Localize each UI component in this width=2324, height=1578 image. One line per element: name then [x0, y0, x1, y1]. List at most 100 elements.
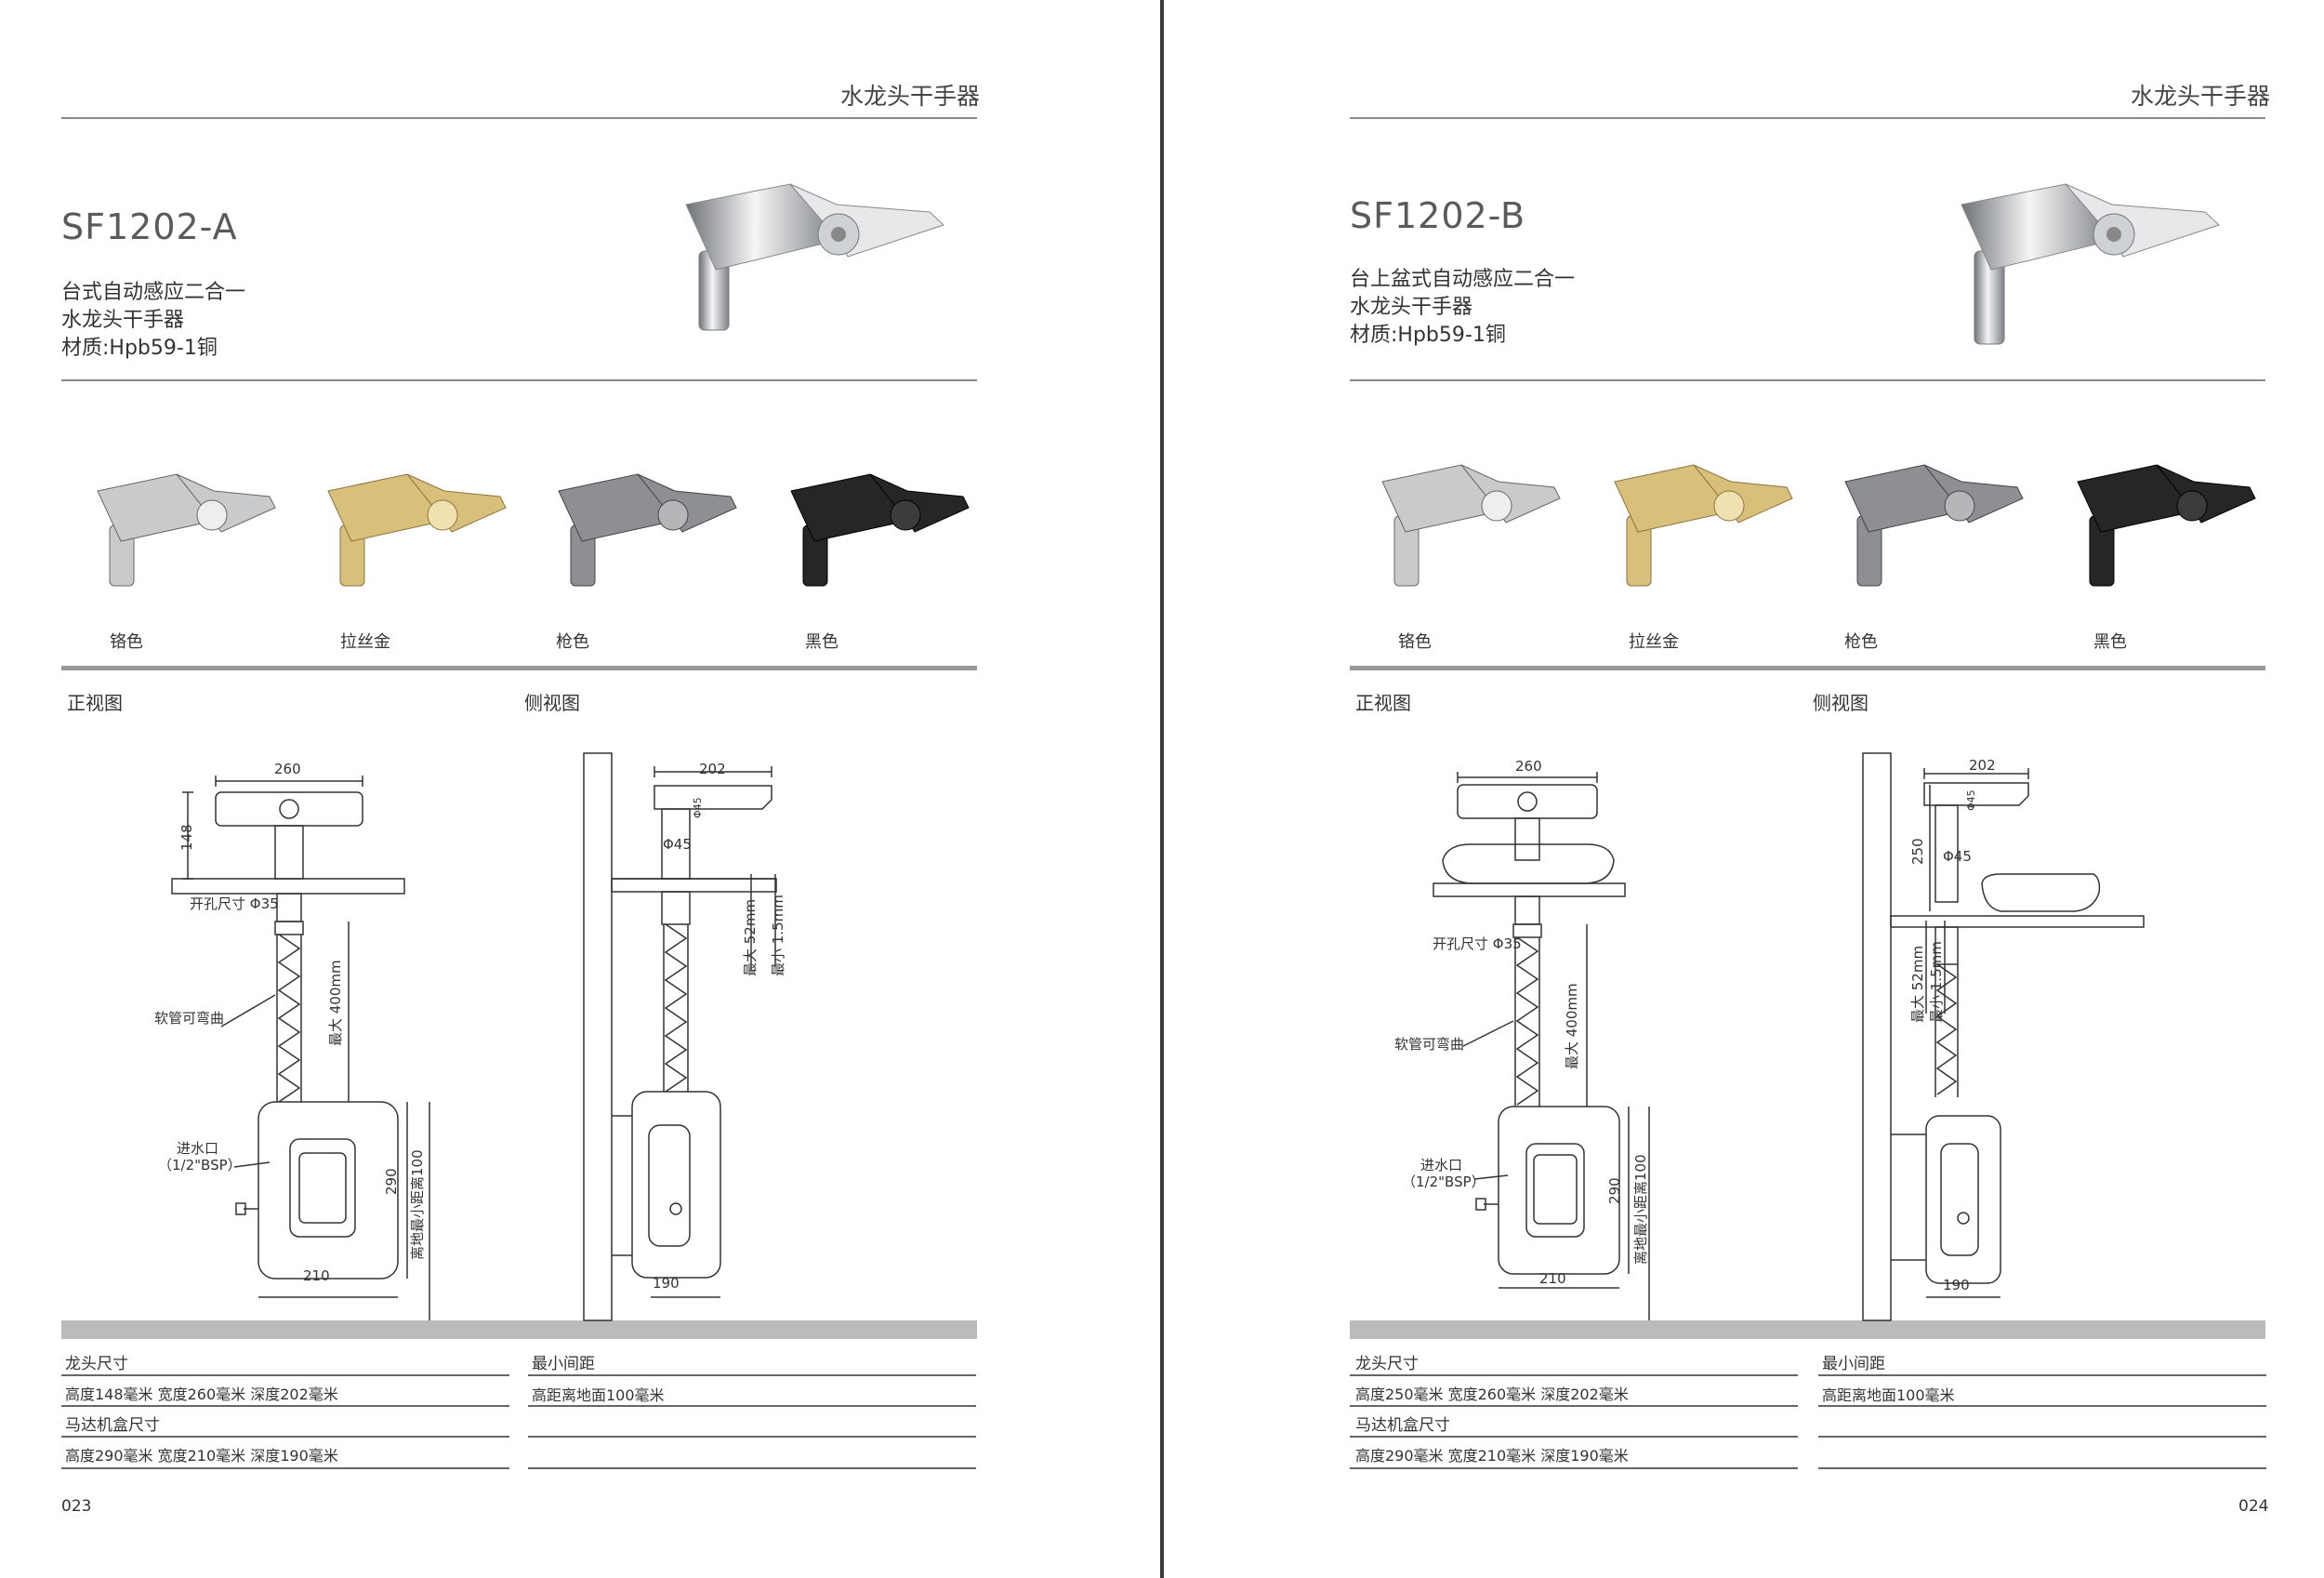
spec-rule — [1350, 1405, 1798, 1407]
gunmetal-variant-image — [558, 473, 737, 587]
desc-line-2: 水龙头干手器 — [61, 309, 185, 332]
spec-motor-box-value: 高度290毫米 宽度210毫米 深度190毫米 — [1355, 1447, 1629, 1465]
dim-phi: Φ45 — [1943, 848, 1972, 865]
dim-width: 260 — [274, 761, 301, 777]
dim-width: 260 — [1515, 758, 1542, 775]
book-spine — [1160, 0, 1164, 1578]
category-header: 水龙头干手器 — [840, 83, 981, 110]
desc-line-1: 台式自动感应二合一 — [61, 281, 246, 304]
dim-depth: 202 — [1969, 757, 1996, 774]
black-variant-image — [2077, 464, 2256, 587]
color-label-gold: 拉丝金 — [340, 632, 390, 652]
dim-box-width: 210 — [303, 1267, 330, 1284]
dim-max-thickness: 最大 52mm — [1909, 946, 1926, 1023]
variants-rule — [61, 666, 977, 670]
color-label-chrome: 铬色 — [110, 632, 143, 652]
dim-hole: 开孔尺寸 Φ35 — [190, 895, 279, 912]
brushed-gold-variant-image — [327, 473, 507, 587]
variants-rule — [1350, 666, 2265, 670]
spec-min-distance-value: 高距离地面100毫米 — [1822, 1386, 1955, 1404]
spec-motor-box-label: 马达机盒尺寸 — [1355, 1416, 1450, 1435]
dim-phi-small: Φ45 — [1965, 789, 1977, 811]
spec-rule — [61, 1436, 509, 1438]
side-view-label: 侧视图 — [1813, 692, 1868, 714]
header-rule — [61, 117, 977, 119]
spec-faucet-size-value: 高度148毫米 宽度260毫米 深度202毫米 — [65, 1386, 338, 1403]
note-inlet-1: 进水口 — [1420, 1157, 1462, 1174]
technical-drawing: 260 148 开孔尺寸 Φ35 软管可弯曲 最大 400mm 进水口 （1/2… — [61, 752, 977, 1339]
brushed-gold-variant-image — [1614, 464, 1793, 587]
spec-rule — [528, 1436, 976, 1438]
chrome-variant-image — [97, 473, 276, 587]
page-right: 水龙头干手器 SF1202-B 台上盆式自动感应二合一 水龙头干手器 材质:Hp… — [1164, 0, 2324, 1578]
category-header: 水龙头干手器 — [2131, 83, 2271, 110]
spec-min-distance-label: 最小间距 — [532, 1355, 595, 1373]
dim-min-thickness: 最小 1.5mm — [770, 895, 786, 976]
spec-faucet-size-value: 高度250毫米 宽度260毫米 深度202毫米 — [1355, 1386, 1629, 1403]
spec-rule — [1818, 1374, 2266, 1376]
note-inlet-2: （1/2"BSP） — [1402, 1174, 1486, 1190]
dim-min-thickness: 最小 1.5mm — [1928, 941, 1945, 1023]
dim-floor: 离地最小距离100 — [1632, 1154, 1649, 1265]
dim-hole: 开孔尺寸 Φ35 — [1433, 935, 1522, 952]
desc-line-3: 材质:Hpb59-1铜 — [1350, 324, 1506, 347]
spec-rule — [1350, 1467, 1798, 1469]
gunmetal-variant-image — [1844, 464, 2024, 587]
spec-rule — [528, 1405, 976, 1407]
color-label-chrome: 铬色 — [1398, 632, 1432, 652]
desc-line-3: 材质:Hpb59-1铜 — [61, 337, 218, 360]
note-hose: 软管可弯曲 — [1394, 1036, 1464, 1053]
page-number: 023 — [61, 1497, 92, 1516]
front-view-label: 正视图 — [67, 692, 123, 714]
chrome-variant-image — [1381, 464, 1561, 587]
spec-rule — [528, 1374, 976, 1376]
spec-rule — [528, 1467, 976, 1469]
spec-rule — [61, 1374, 509, 1376]
note-inlet-2: （1/2"BSP） — [158, 1157, 242, 1174]
color-label-black: 黑色 — [2093, 632, 2127, 652]
product-hero-image — [1961, 183, 2220, 345]
dim-hose-max: 最大 400mm — [327, 960, 344, 1046]
dim-max-thickness: 最大 52mm — [742, 899, 759, 976]
spec-faucet-size-label: 龙头尺寸 — [65, 1355, 128, 1373]
dim-floor: 离地最小距离100 — [409, 1149, 426, 1260]
spec-rule — [61, 1467, 509, 1469]
model-number: SF1202-A — [61, 206, 238, 247]
color-label-gold: 拉丝金 — [1629, 632, 1679, 652]
color-label-black: 黑色 — [805, 632, 838, 652]
spec-rule — [1818, 1405, 2266, 1407]
dim-box-height: 290 — [383, 1168, 400, 1195]
section-rule — [1350, 379, 2265, 381]
model-number: SF1202-B — [1350, 195, 1526, 236]
dim-box-width: 210 — [1539, 1270, 1566, 1287]
section-rule — [61, 379, 977, 381]
header-rule — [1350, 117, 2265, 119]
note-hose: 软管可弯曲 — [154, 1010, 224, 1027]
dim-depth: 202 — [699, 761, 726, 777]
dim-box-depth: 190 — [1943, 1277, 1970, 1293]
spec-rule — [1818, 1467, 2266, 1469]
desc-line-2: 水龙头干手器 — [1350, 296, 1473, 319]
dim-height: 148 — [178, 824, 195, 851]
product-description: 台式自动感应二合一 水龙头干手器 材质:Hpb59-1铜 — [61, 279, 245, 363]
desc-line-1: 台上盆式自动感应二合一 — [1350, 268, 1576, 291]
color-label-gunmetal: 枪色 — [556, 632, 589, 652]
spec-rule — [1350, 1436, 1798, 1438]
spec-rule — [1350, 1374, 1798, 1376]
spec-motor-box-label: 马达机盒尺寸 — [65, 1416, 160, 1435]
spec-faucet-size-label: 龙头尺寸 — [1355, 1355, 1419, 1373]
color-label-gunmetal: 枪色 — [1844, 632, 1878, 652]
page-left: 水龙头干手器 SF1202-A 台式自动感应二合一 水龙头干手器 材质:Hpb5… — [0, 0, 1160, 1578]
technical-drawing: 260 250 开孔尺寸 Φ35 软管可弯曲 最大 400mm 进水口 （1/2… — [1350, 752, 2265, 1339]
dim-box-depth: 190 — [653, 1275, 680, 1292]
page-number: 024 — [2238, 1497, 2269, 1516]
side-view-label: 侧视图 — [524, 692, 580, 714]
dim-phi: Φ45 — [663, 836, 692, 853]
spec-min-distance-value: 高距离地面100毫米 — [532, 1386, 665, 1404]
dim-phi-small: Φ45 — [692, 797, 704, 818]
dim-box-height: 290 — [1606, 1177, 1623, 1204]
spec-rule — [1818, 1436, 2266, 1438]
black-variant-image — [790, 473, 970, 587]
note-inlet-1: 进水口 — [177, 1140, 218, 1157]
spec-rule — [61, 1405, 509, 1407]
